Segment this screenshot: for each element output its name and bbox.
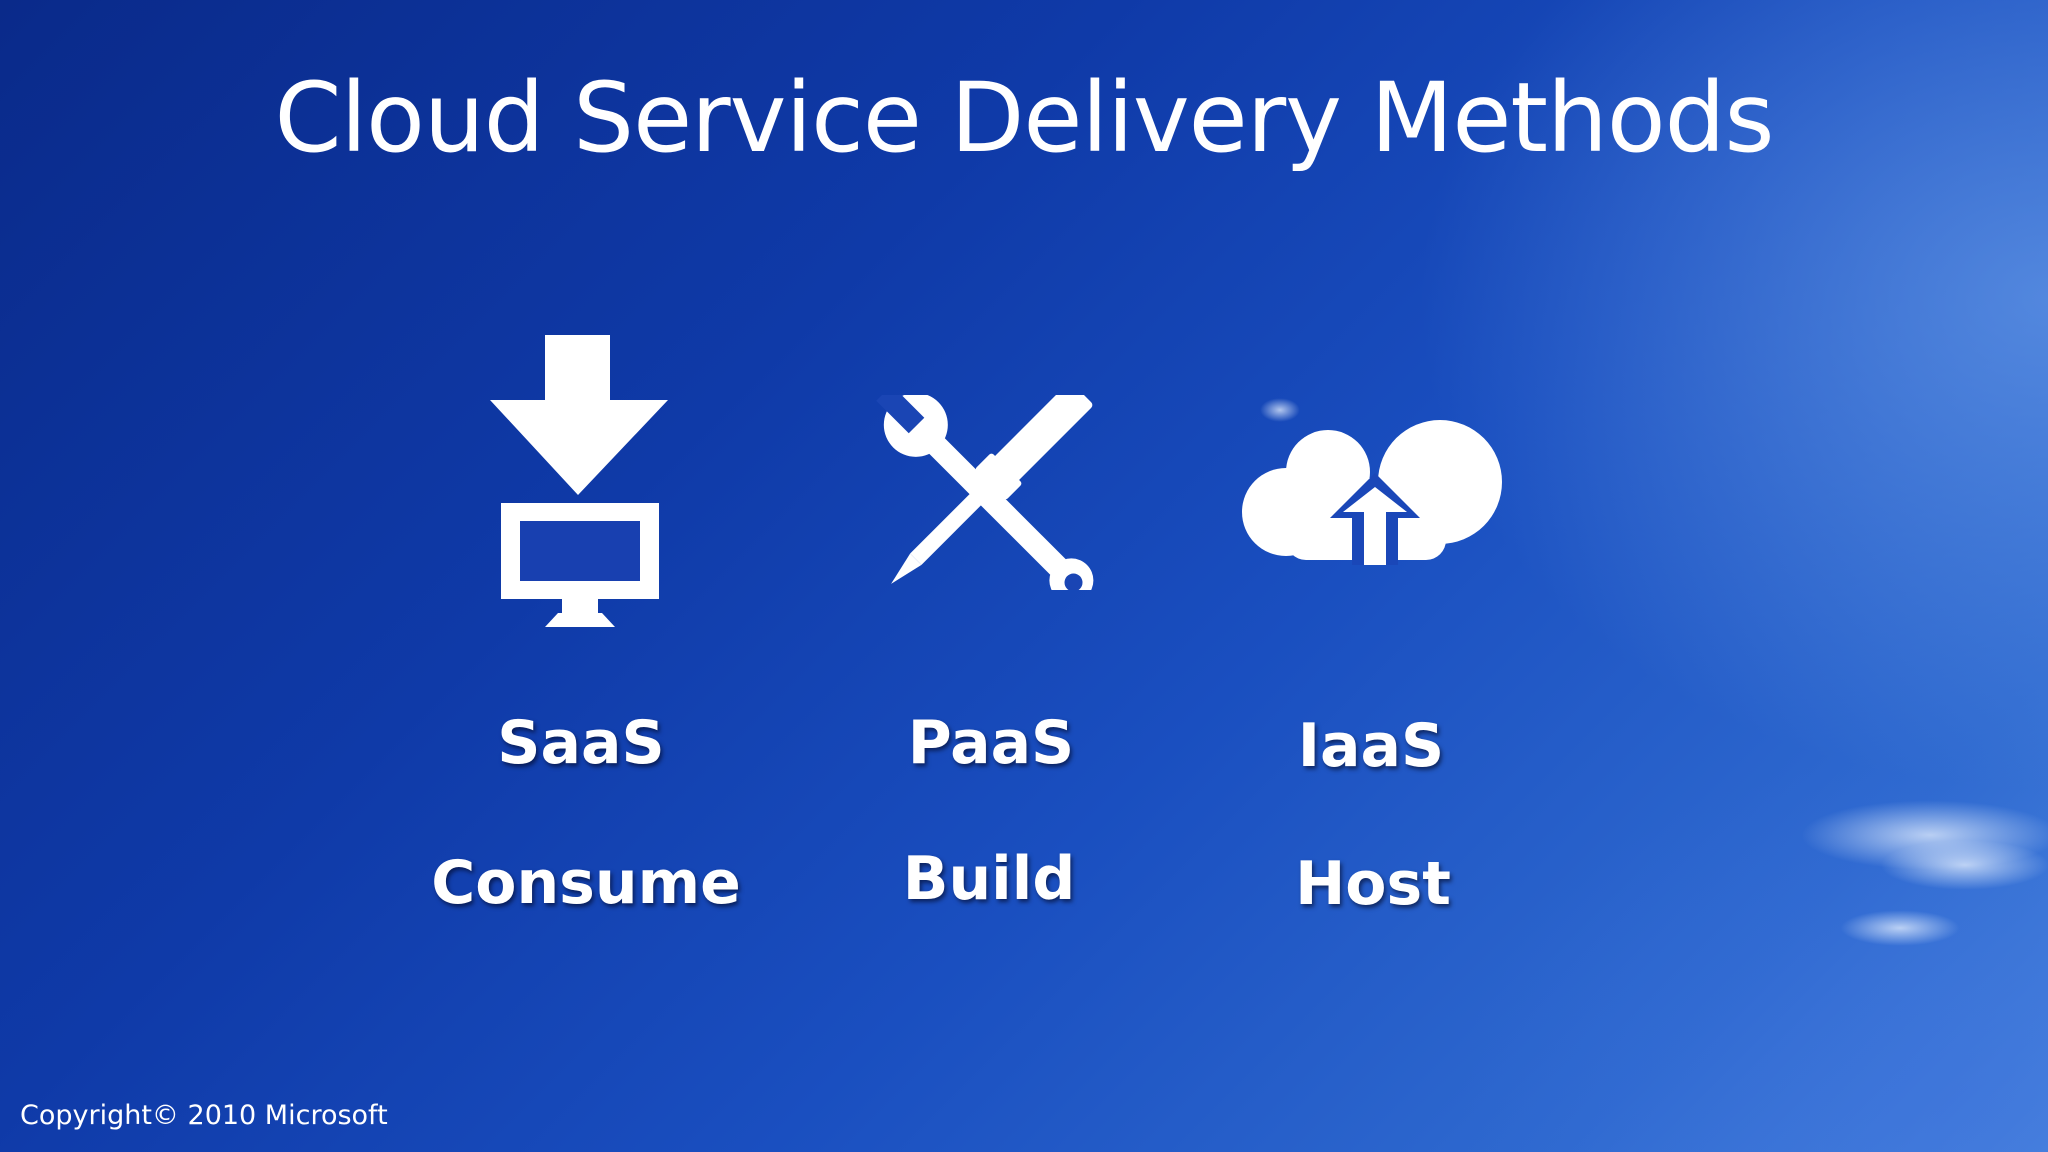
model-label-saas: SaaS: [497, 708, 665, 778]
model-label-iaas: IaaS: [1297, 711, 1445, 781]
wrench-screwdriver-icon: [876, 395, 1094, 590]
cloud-wisp: [1880, 840, 2048, 890]
model-label-paas: PaaS: [907, 708, 1075, 778]
action-label-host: Host: [1295, 849, 1451, 919]
cloud-wisp: [1840, 910, 1960, 946]
copyright-text: Copyright© 2010 Microsoft: [20, 1100, 388, 1131]
download-to-monitor-icon: [490, 335, 668, 627]
action-label-build: Build: [902, 844, 1076, 914]
cloud-upload-icon: [1242, 420, 1502, 565]
cloud-wisp: [1260, 398, 1300, 422]
action-label-consume: Consume: [431, 848, 741, 918]
slide-title: Cloud Service Delivery Methods: [274, 62, 1774, 174]
